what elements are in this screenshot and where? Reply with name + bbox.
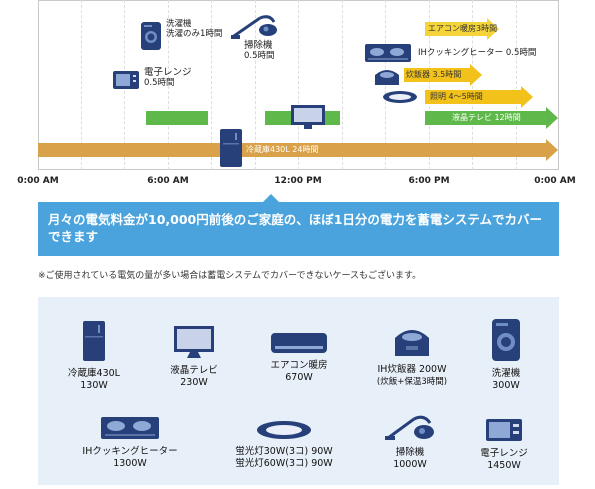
appliance-name: 洗濯機 xyxy=(491,368,521,379)
appliance-power: 1450W xyxy=(487,460,521,471)
aircon-icon xyxy=(271,333,327,353)
tick-label: 6:00 PM xyxy=(408,176,450,186)
grid-line xyxy=(342,0,343,170)
fridge-bar xyxy=(38,143,546,157)
appliance-name: 冷蔵庫430L xyxy=(68,368,120,379)
appliance-name: 蛍光灯30W(3コ) 90W xyxy=(235,446,333,457)
appliance-item: 電子レンジ 1450W xyxy=(472,418,536,472)
appliance-item: 洗濯機 300W xyxy=(484,318,528,392)
appliance-power: 1000W xyxy=(393,459,427,470)
appliance-item: IHクッキングヒーター 1300W xyxy=(76,414,184,470)
vacuum-icon xyxy=(231,15,277,39)
washer-icon xyxy=(492,319,520,361)
appliance-power-panel xyxy=(38,297,559,485)
microwave-label: 電子レンジ 0.5時間 xyxy=(144,67,192,89)
tv-icon xyxy=(291,105,325,129)
light-bar xyxy=(425,90,521,104)
tv-bar-label: 液晶テレビ 12時間 xyxy=(452,113,521,122)
appliance-power: 300W xyxy=(492,380,520,391)
fridge-icon xyxy=(83,321,105,361)
appliance-name: 液晶テレビ xyxy=(170,365,218,376)
washer-duration: 洗濯のみ1時間 xyxy=(166,29,223,39)
microwave-name: 電子レンジ xyxy=(144,67,192,78)
ih-cooker-icon xyxy=(101,417,159,439)
grid-line xyxy=(168,0,169,170)
appliance-item: エアコン暖房 670W xyxy=(263,332,335,384)
tv-icon xyxy=(174,326,214,358)
aircon-bar xyxy=(425,22,487,36)
ih-cooker-icon xyxy=(365,44,411,62)
ceiling-light-icon xyxy=(257,421,311,439)
ceiling-light-icon xyxy=(383,91,417,103)
appliance-power: 670W xyxy=(285,372,313,383)
appliance-name: IHクッキングヒーター xyxy=(82,446,178,457)
appliance-power: (炊飯+保温3時間) xyxy=(376,377,448,387)
ih-cooker-label: IHクッキングヒーター 0.5時間 xyxy=(418,48,537,58)
fridge-icon xyxy=(220,129,242,167)
grid-line xyxy=(429,0,430,170)
appliance-name: IH炊飯器 200W xyxy=(377,364,447,375)
vacuum-name: 掃除機 xyxy=(244,40,273,51)
appliance-power: 1300W xyxy=(113,458,147,469)
rice-cooker-bar-label: 炊飯器 3.5時間 xyxy=(406,70,462,79)
aircon-bar-arrow xyxy=(487,18,499,40)
washer-name: 洗濯機 xyxy=(166,19,192,29)
appliance-item: 液晶テレビ 230W xyxy=(164,325,224,389)
tick-label: 0:00 AM xyxy=(17,176,59,186)
appliance-item: 蛍光灯30W(3コ) 90W 蛍光灯60W(3コ) 90W xyxy=(226,420,342,470)
summary-banner-text: 月々の電気料金が10,000円前後のご家庭の、ほぼ1日分の電力を蓄電システムでカ… xyxy=(48,212,543,244)
appliance-name: エアコン暖房 xyxy=(270,360,328,371)
banner-pointer xyxy=(262,194,280,203)
fridge-bar-arrow xyxy=(546,139,558,161)
appliance-item: 冷蔵庫430L 130W xyxy=(64,320,124,392)
grid-line xyxy=(255,0,256,170)
tv-bar-arrow xyxy=(546,107,558,129)
tv-bar-morning xyxy=(146,111,208,125)
washer-icon xyxy=(141,22,161,50)
appliance-power: 130W xyxy=(80,380,108,391)
tv-bar-evening xyxy=(425,111,546,125)
vacuum-label: 掃除機 0.5時間 xyxy=(244,40,275,62)
appliance-item: IH炊飯器 200W (炊飯+保温3時間) xyxy=(364,322,460,388)
tick-label: 12:00 PM xyxy=(274,176,322,186)
rice-cooker-icon xyxy=(375,70,399,85)
vacuum-icon xyxy=(385,415,434,440)
appliance-item: 掃除機 1000W xyxy=(380,413,440,471)
tick-label: 6:00 AM xyxy=(147,176,189,186)
appliance-name: 掃除機 xyxy=(395,447,425,458)
light-bar-label: 照明 4〜5時間 xyxy=(430,92,483,101)
grid-line xyxy=(516,0,517,170)
washer-label: 洗濯機 洗濯のみ1時間 xyxy=(166,19,222,39)
appliance-power: 230W xyxy=(180,377,208,388)
microwave-icon xyxy=(486,419,522,441)
aircon-bar-label: エアコン暖房3時間 xyxy=(428,24,498,33)
summary-banner xyxy=(38,202,559,256)
appliance-name: 電子レンジ xyxy=(480,448,528,459)
microwave-duration: 0.5時間 xyxy=(144,78,175,88)
rice-cooker-bar xyxy=(404,68,470,82)
rice-cooker-bar-arrow xyxy=(470,64,482,86)
rice-cooker-icon xyxy=(395,330,429,356)
grid-line xyxy=(81,0,82,170)
grid-line xyxy=(211,0,212,170)
fridge-bar-label: 冷蔵庫430L 24時間 xyxy=(246,145,319,154)
vacuum-duration: 0.5時間 xyxy=(244,51,275,61)
disclaimer-note: ※ご使用されている電気の量が多い場合は蓄電システムでカバーできないケースもござい… xyxy=(38,271,422,281)
tick-label: 0:00 AM xyxy=(534,176,576,186)
light-bar-arrow xyxy=(521,86,533,108)
microwave-icon xyxy=(113,71,139,89)
grid-line xyxy=(298,0,299,170)
usage-timeline: 0:00 AM 6:00 AM 12:00 PM 6:00 PM 0:00 AM… xyxy=(0,0,595,200)
appliance-power: 蛍光灯60W(3コ) 90W xyxy=(235,458,333,469)
